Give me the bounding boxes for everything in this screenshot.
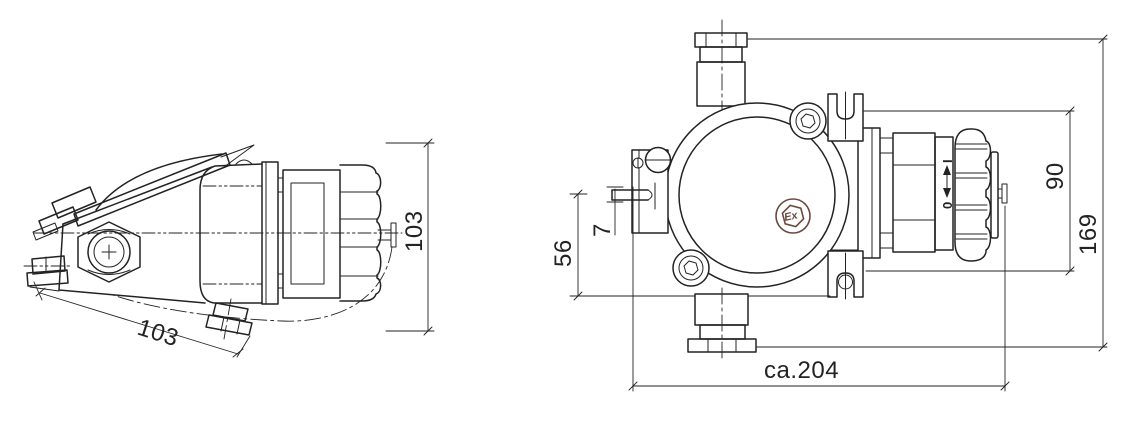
hex-socket-icon — [800, 113, 816, 129]
side-knob — [339, 164, 397, 302]
dim-label-pin-offset: 56 — [550, 239, 577, 267]
dim-pin: 7 — [589, 186, 624, 237]
side-lid — [32, 144, 255, 241]
dim-label-flange-spacing: 90 — [1042, 162, 1069, 190]
front-mounting-flanges — [827, 91, 864, 300]
side-housing — [58, 159, 341, 305]
front-view: I 0 — [550, 19, 1108, 392]
dim-overall-height: 169 — [747, 34, 1108, 352]
front-switch-assembly: I 0 — [831, 127, 1008, 262]
side-hex-entry — [77, 221, 141, 283]
front-knob — [954, 128, 1008, 262]
dim-label-pin: 7 — [589, 223, 616, 237]
cover-screw-bottom-left — [672, 249, 710, 287]
switch-marking-on: I — [940, 159, 955, 163]
dim-pin-offset: 56 — [550, 189, 831, 301]
side-label-plate — [290, 182, 325, 285]
front-right-pin — [1001, 183, 1008, 204]
front-left-bracket — [611, 146, 672, 234]
side-view: 103 103 — [23, 138, 435, 358]
dim-label-overall-height: 169 — [1075, 213, 1102, 255]
side-pin — [390, 222, 397, 248]
ex-hexagon-icon — [781, 204, 805, 228]
phantom-arc — [109, 246, 393, 322]
ex-label: Ex — [783, 209, 800, 224]
front-top-gland — [694, 32, 748, 107]
front-cover-inner — [678, 116, 836, 274]
dim-side-width: 103 — [33, 281, 251, 358]
side-mounting-foot — [23, 255, 73, 292]
front-bottom-gland — [687, 293, 757, 353]
dim-overall-width: ca.204 — [628, 186, 1010, 392]
dim-flange-spacing: 90 — [863, 106, 1075, 276]
switch-marking-off: 0 — [940, 202, 955, 209]
dim-side-height: 103 — [385, 138, 435, 336]
hex-socket-icon — [683, 260, 699, 276]
side-bottom-gland — [205, 298, 253, 340]
front-drain-pin — [611, 189, 649, 201]
ex-logo: Ex — [775, 198, 811, 234]
switch-arrow-icon — [943, 165, 951, 198]
dim-label-side-height: 103 — [401, 210, 428, 252]
cover-screw-top-right — [789, 102, 827, 140]
dim-label-overall-width: ca.204 — [764, 357, 839, 384]
dim-label-side-width: 103 — [134, 314, 182, 352]
crosshair — [101, 244, 117, 260]
